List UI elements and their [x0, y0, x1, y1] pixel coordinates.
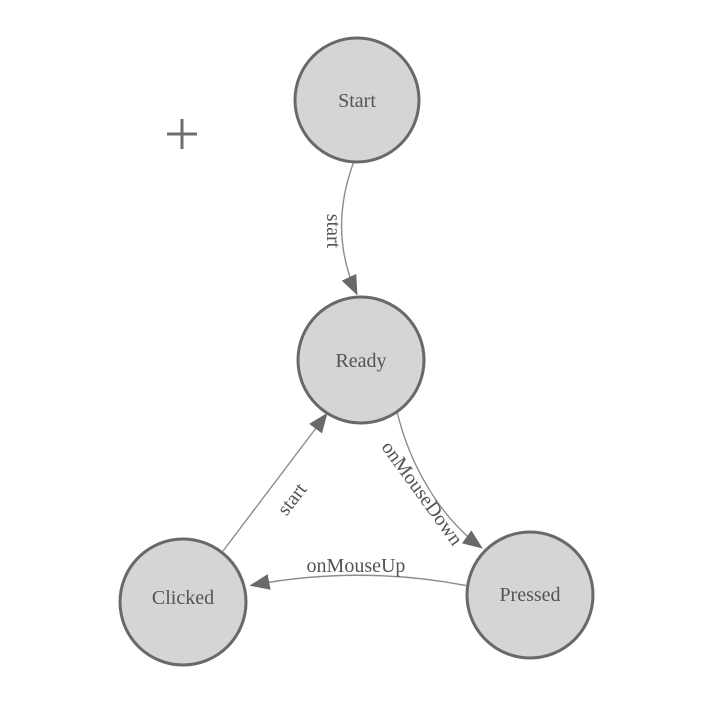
edge-ready-to-pressed[interactable]: onMouseDown — [377, 411, 483, 550]
state-circle-ready[interactable] — [296, 295, 426, 425]
origin-crosshair-icon — [167, 119, 197, 149]
state-node-clicked[interactable]: Clicked — [118, 537, 248, 667]
state-label-pressed: Pressed — [499, 584, 560, 606]
state-circle-start[interactable] — [293, 36, 421, 164]
state-circle-clicked[interactable] — [118, 537, 248, 667]
edge-label-start-2: start — [273, 479, 312, 520]
edge-clicked-to-ready[interactable]: start — [222, 412, 328, 552]
state-label-ready: Ready — [335, 350, 386, 372]
edge-label-start-1: start — [322, 214, 344, 249]
edge-start-to-ready-path[interactable] — [340, 162, 358, 296]
edge-clicked-to-ready-path[interactable] — [222, 412, 328, 552]
state-node-start[interactable]: Start — [293, 36, 421, 164]
state-circle-pressed[interactable] — [465, 530, 595, 660]
edge-pressed-to-clicked[interactable]: onMouseUp — [249, 555, 467, 590]
state-label-clicked: Clicked — [152, 587, 214, 609]
edge-label-onmouseup: onMouseUp — [307, 555, 406, 577]
edge-start-to-ready[interactable]: start — [322, 162, 358, 296]
edge-label-onmousedown: onMouseDown — [377, 437, 467, 550]
edge-ready-to-pressed-path[interactable] — [396, 411, 483, 549]
state-node-pressed[interactable]: Pressed — [465, 530, 595, 660]
edge-pressed-to-clicked-path[interactable] — [249, 574, 467, 590]
state-label-start: Start — [338, 90, 376, 112]
state-node-ready[interactable]: Ready — [296, 295, 426, 425]
